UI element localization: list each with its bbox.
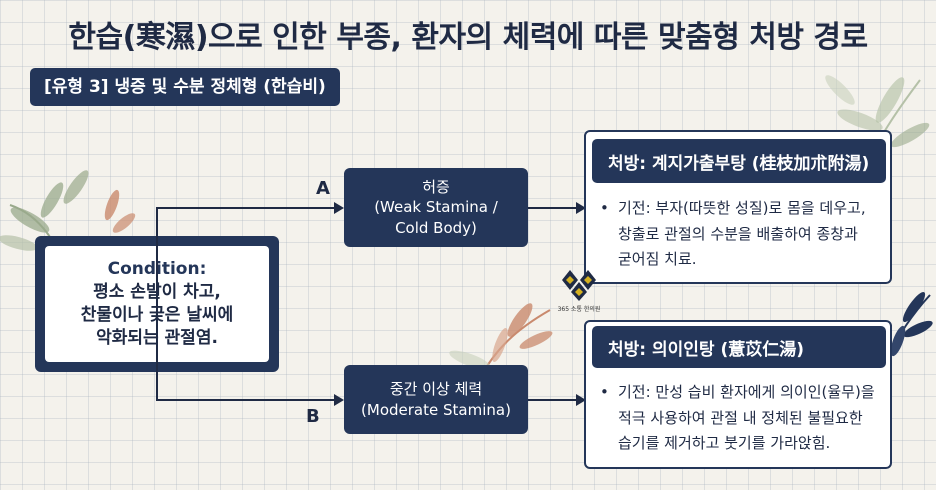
arrow-b-head xyxy=(334,394,344,406)
connector-b-to-rx xyxy=(528,399,576,401)
prescription-title-a: 처방: 계지가출부탕 (桂枝加朮附湯) xyxy=(592,139,886,183)
path-label-b: B xyxy=(306,406,320,427)
type-badge: [유형 3] 냉증 및 수분 정체형 (한습비) xyxy=(30,68,340,106)
stamina-box-b: 중간 이상 체력 (Moderate Stamina) xyxy=(344,365,528,434)
connector-vertical xyxy=(156,207,158,400)
stamina-a-line: Cold Body) xyxy=(395,218,477,237)
prescription-mechanism-b: • 기전: 만성 습비 환자에게 의이인(율무)을 적극 사용하여 관절 내 정… xyxy=(600,380,888,457)
stamina-box-a: 허증 (Weak Stamina / Cold Body) xyxy=(344,168,528,247)
mechanism-b-line: 적극 사용하여 관절 내 정체된 불필요한 xyxy=(618,408,863,427)
mechanism-b-line: 기전: 만성 습비 환자에게 의이인(율무)을 xyxy=(618,383,875,401)
mechanism-a-line: 기전: 부자(따뜻한 성질)로 몸을 데우고, xyxy=(618,199,866,217)
leaf-decoration-bottom-right xyxy=(881,291,933,374)
stamina-b-line: (Moderate Stamina) xyxy=(361,400,511,419)
bullet-icon: • xyxy=(600,383,609,401)
prescription-mechanism-a: • 기전: 부자(따뜻한 성질)로 몸을 데우고, 창출로 관절의 수분을 배출… xyxy=(600,196,888,273)
bullet-icon: • xyxy=(600,199,609,217)
leaf-decoration-center xyxy=(449,303,553,379)
arrow-a-rx-head xyxy=(576,202,586,214)
leaf-decoration-left xyxy=(0,170,136,284)
mechanism-a-line: 창출로 관절의 수분을 배출하여 종창과 xyxy=(618,224,858,243)
prescription-title-b: 처방: 의이인탕 (薏苡仁湯) xyxy=(592,326,886,368)
stamina-b-line: 중간 이상 체력 xyxy=(389,380,483,399)
clinic-logo: 365 소통 한의원 xyxy=(558,268,600,316)
connector-b-horizontal xyxy=(156,399,336,401)
mechanism-a-line: 굳어짐 치료. xyxy=(618,250,697,268)
mechanism-b-line: 습기를 제거하고 붓기를 가라앉힘. xyxy=(618,434,831,452)
diamond-logo-icon xyxy=(562,270,596,301)
stamina-a-line: 허증 xyxy=(422,178,450,197)
connector-a-to-rx xyxy=(528,207,576,209)
leaf-decoration-top-right xyxy=(825,75,930,189)
path-label-a: A xyxy=(316,178,330,199)
connector-a-horizontal xyxy=(156,207,336,209)
stamina-a-line: (Weak Stamina / xyxy=(374,198,498,217)
arrow-b-rx-head xyxy=(576,394,586,406)
logo-caption: 365 소통 한의원 xyxy=(557,306,601,313)
arrow-a-head xyxy=(334,202,344,214)
page-title: 한습(寒濕)으로 인한 부종, 환자의 체력에 따른 맞춤형 처방 경로 xyxy=(68,20,868,55)
